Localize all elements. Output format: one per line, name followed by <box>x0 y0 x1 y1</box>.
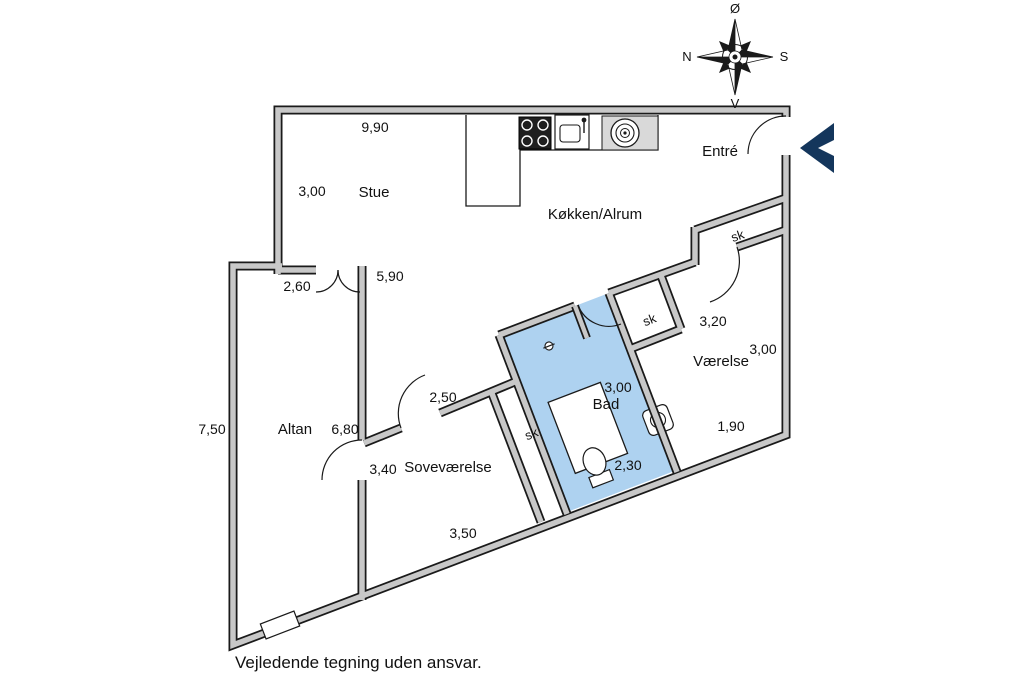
room-labels: Stue Køkken/Alrum Entré Værelse Bad Sove… <box>278 143 749 476</box>
entre-closet-label: sk <box>729 226 747 245</box>
door-arcs <box>315 115 787 481</box>
sovevaerelse-label: Soveværelse <box>404 459 492 476</box>
dim-hall-door: 2,50 <box>429 389 456 405</box>
dim-altan-width: 2,60 <box>283 278 310 294</box>
kokken-label: Køkken/Alrum <box>548 206 642 223</box>
dim-altan-right: 6,80 <box>331 421 358 437</box>
fan-spiral-icon <box>610 118 640 148</box>
altan-label: Altan <box>278 421 312 438</box>
balcony-detail <box>259 610 301 640</box>
vaerelse-closet-label: sk <box>641 310 659 329</box>
entrance-chevron-icon <box>800 123 834 173</box>
compass-rose-icon: Ø N S V <box>682 1 788 111</box>
dimension-labels: 9,90 3,00 2,60 5,90 3,20 3,00 2,50 3,00 … <box>198 119 776 541</box>
stove-icon <box>518 116 552 150</box>
toilet-icon <box>582 447 615 489</box>
dim-stue-width: 9,90 <box>361 119 388 135</box>
vaerelse-label: Værelse <box>693 353 749 370</box>
dim-vaerelse-top: 3,20 <box>699 313 726 329</box>
dim-vaerelse-bottom: 1,90 <box>717 418 744 434</box>
room-door-arc <box>709 246 740 303</box>
stue-label: Stue <box>359 184 390 201</box>
disclaimer-text: Vejledende tegning uden ansvar. <box>235 653 482 672</box>
dim-sovevaerelse-bottom: 3,50 <box>449 525 476 541</box>
dim-stue-height: 3,00 <box>298 183 325 199</box>
stue-balcony-door-arc-right <box>337 269 361 293</box>
sink-icon <box>554 114 590 150</box>
walls-fill <box>230 107 789 649</box>
bedroom-door-arc <box>397 374 426 429</box>
compass-north-label: N <box>682 49 691 64</box>
dim-bad-bottom: 2,30 <box>614 457 641 473</box>
compass-south-label: S <box>780 49 789 64</box>
dim-altan-left: 7,50 <box>198 421 225 437</box>
bad-label: Bad <box>593 396 620 413</box>
bedroom-balcony-door-arc <box>321 439 363 481</box>
stue-balcony-door-arc-left <box>315 269 339 293</box>
entre-label: Entré <box>702 143 738 160</box>
dim-vaerelse-right: 3,00 <box>749 341 776 357</box>
dim-sovevaerelse-left: 3,40 <box>369 461 396 477</box>
dim-hall-width: 5,90 <box>376 268 403 284</box>
sovevaerelse-closet-label: sk <box>523 424 541 443</box>
bath-door-arc <box>577 304 622 327</box>
bath-stub-wall <box>571 304 591 340</box>
compass-west-label: V <box>731 96 740 111</box>
entry-door-arc <box>747 115 787 155</box>
compass-east-label: Ø <box>730 1 740 16</box>
bath-tap-icon <box>543 341 555 351</box>
dim-bad-width: 3,00 <box>604 379 631 395</box>
